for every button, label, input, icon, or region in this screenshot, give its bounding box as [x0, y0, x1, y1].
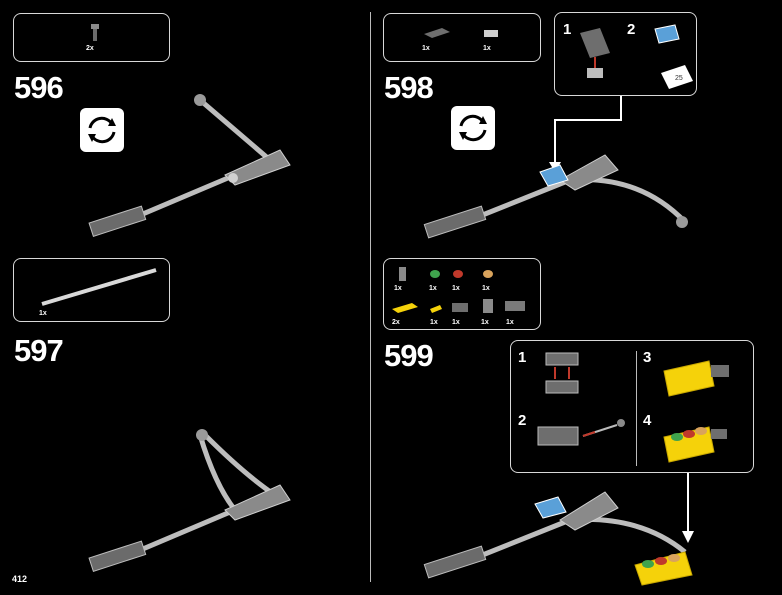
part-pin-icon	[91, 24, 99, 41]
part-clip-icon	[484, 30, 498, 37]
page-divider	[370, 12, 371, 582]
parts-callout-598: 1x 1x	[383, 13, 541, 62]
parts-callout-597: 1x	[13, 258, 170, 322]
part-qty: 2x	[392, 319, 400, 326]
part-qty: 1x	[394, 285, 402, 292]
substep-callout-599: 1 2 3 4	[510, 340, 754, 473]
part-yellow-tile-icon	[392, 303, 418, 313]
part-qty: 1x	[429, 285, 437, 292]
part-qty: 1x	[430, 319, 438, 326]
sticker-number: 25	[675, 75, 683, 82]
step-number-596: 596	[14, 70, 64, 105]
part-flex-tube-icon	[41, 268, 157, 306]
model-assembly-599	[423, 491, 693, 586]
substep-illustration: 25	[580, 24, 693, 89]
model-assembly-596	[88, 94, 291, 238]
page-number: 412	[12, 574, 28, 584]
part-round-tile-tan-icon	[483, 270, 493, 278]
part-qty: 1x	[506, 319, 514, 326]
part-bracket-icon	[483, 299, 493, 313]
step-number-598: 598	[384, 70, 434, 105]
substep-label: 2	[627, 21, 636, 38]
callout-pointer-599	[682, 473, 694, 543]
part-round-tile-red-icon	[453, 270, 463, 278]
substep-label: 1	[518, 349, 527, 366]
parts-callout-596: 2x	[13, 13, 170, 62]
substep-label: 2	[518, 412, 527, 429]
substep-4-illustration	[663, 426, 727, 463]
substep-3-illustration	[663, 360, 729, 397]
part-qty: 1x	[452, 285, 460, 292]
substep-label: 4	[643, 412, 652, 429]
parts-callout-599: 1x 1x 1x 1x 2x 1x 1x 1x 1x	[383, 258, 541, 330]
part-qty: 2x	[86, 45, 94, 52]
model-assembly-598	[423, 154, 688, 239]
rotate-model-icon	[80, 108, 124, 152]
step-number-597: 597	[14, 333, 64, 368]
substep-divider	[636, 351, 637, 466]
substep-1-illustration	[545, 352, 579, 394]
step-number-599: 599	[384, 338, 434, 373]
part-gray-plate-icon	[452, 303, 468, 312]
model-assembly-597	[88, 429, 291, 573]
part-qty: 1x	[422, 45, 430, 52]
substep-callout-598: 1 2 25	[554, 12, 697, 96]
part-round-tile-green-icon	[430, 270, 440, 278]
part-qty: 1x	[452, 319, 460, 326]
substep-label: 1	[563, 21, 572, 38]
part-qty: 1x	[481, 319, 489, 326]
part-clip-plate-icon	[505, 301, 525, 311]
part-yellow-small-icon	[430, 305, 442, 313]
part-pin-icon	[399, 267, 406, 281]
rotate-model-icon	[451, 106, 495, 150]
substep-label: 3	[643, 349, 652, 366]
part-qty: 1x	[39, 310, 47, 317]
part-tile-icon	[424, 28, 450, 38]
part-qty: 1x	[482, 285, 490, 292]
part-qty: 1x	[483, 45, 491, 52]
substep-2-illustration	[537, 419, 625, 446]
